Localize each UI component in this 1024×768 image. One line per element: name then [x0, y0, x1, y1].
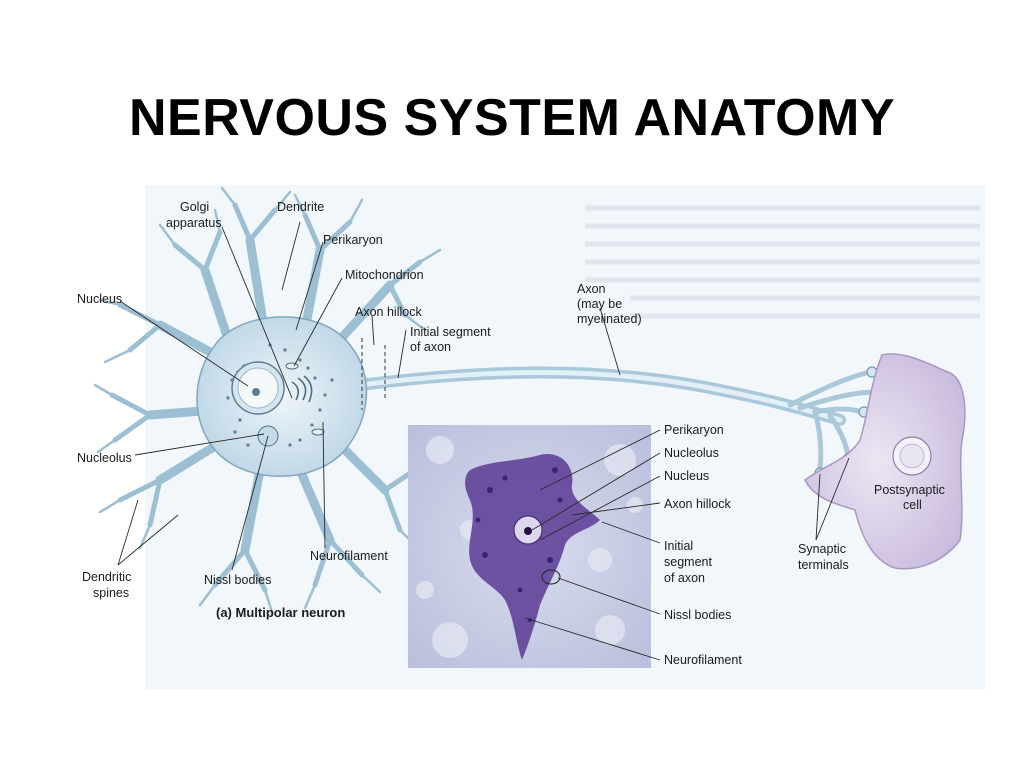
label-axon-1: Axon: [577, 282, 606, 296]
label-nissl-bodies: Nissl bodies: [204, 573, 271, 587]
label-micro-initial-2: segment: [664, 555, 712, 569]
micro-nucleus: [513, 515, 543, 545]
postsynaptic-nucleus: [892, 436, 932, 476]
label-axon-3: myelinated): [577, 312, 642, 326]
label-golgi-1: Golgi: [180, 200, 209, 214]
axon-hillock-markers: [361, 338, 386, 410]
label-axon-hillock: Axon hillock: [355, 305, 422, 319]
label-micro-nissl: Nissl bodies: [664, 608, 731, 622]
postsynaptic-cell: [804, 353, 966, 570]
nucleus: [231, 361, 285, 415]
label-dendrite: Dendrite: [277, 200, 324, 214]
label-nucleolus: Nucleolus: [77, 451, 132, 465]
figure-caption: (a) Multipolar neuron: [216, 605, 345, 620]
label-micro-axon-hillock: Axon hillock: [664, 497, 731, 511]
leader-lines: [117, 221, 850, 661]
mitochondria: [285, 362, 325, 436]
label-initial-segment-1: Initial segment: [410, 325, 491, 339]
label-synaptic-1: Synaptic: [798, 542, 846, 556]
label-axon-2: (may be: [577, 297, 622, 311]
label-dendritic-spines-2: spines: [93, 586, 129, 600]
label-perikaryon: Perikaryon: [323, 233, 383, 247]
stained-neuron: [465, 454, 600, 660]
label-synaptic-2: terminals: [798, 558, 849, 572]
golgi-apparatus: [291, 375, 313, 403]
label-initial-segment-2: of axon: [410, 340, 451, 354]
label-postsynaptic-2: cell: [903, 498, 922, 512]
label-nucleus: Nucleus: [77, 292, 122, 306]
micro-nissl-marker: [541, 569, 561, 585]
label-micro-initial-3: of axon: [664, 571, 705, 585]
faded-text-lines: [585, 205, 980, 319]
label-neurofilament: Neurofilament: [310, 549, 388, 563]
stain-speckles: [475, 467, 563, 622]
label-micro-perikaryon: Perikaryon: [664, 423, 724, 437]
label-dendritic-spines-1: Dendritic: [82, 570, 131, 584]
label-micro-initial-1: Initial: [664, 539, 693, 553]
label-micro-nucleus: Nucleus: [664, 469, 709, 483]
label-golgi-2: apparatus: [166, 216, 222, 230]
label-micro-nucleolus: Nucleolus: [664, 446, 719, 460]
label-postsynaptic-1: Postsynaptic: [874, 483, 945, 497]
label-micro-neurofilament: Neurofilament: [664, 653, 742, 667]
label-mitochondrion: Mitochondrion: [345, 268, 424, 282]
page-title: NERVOUS SYSTEM ANATOMY: [128, 89, 896, 147]
